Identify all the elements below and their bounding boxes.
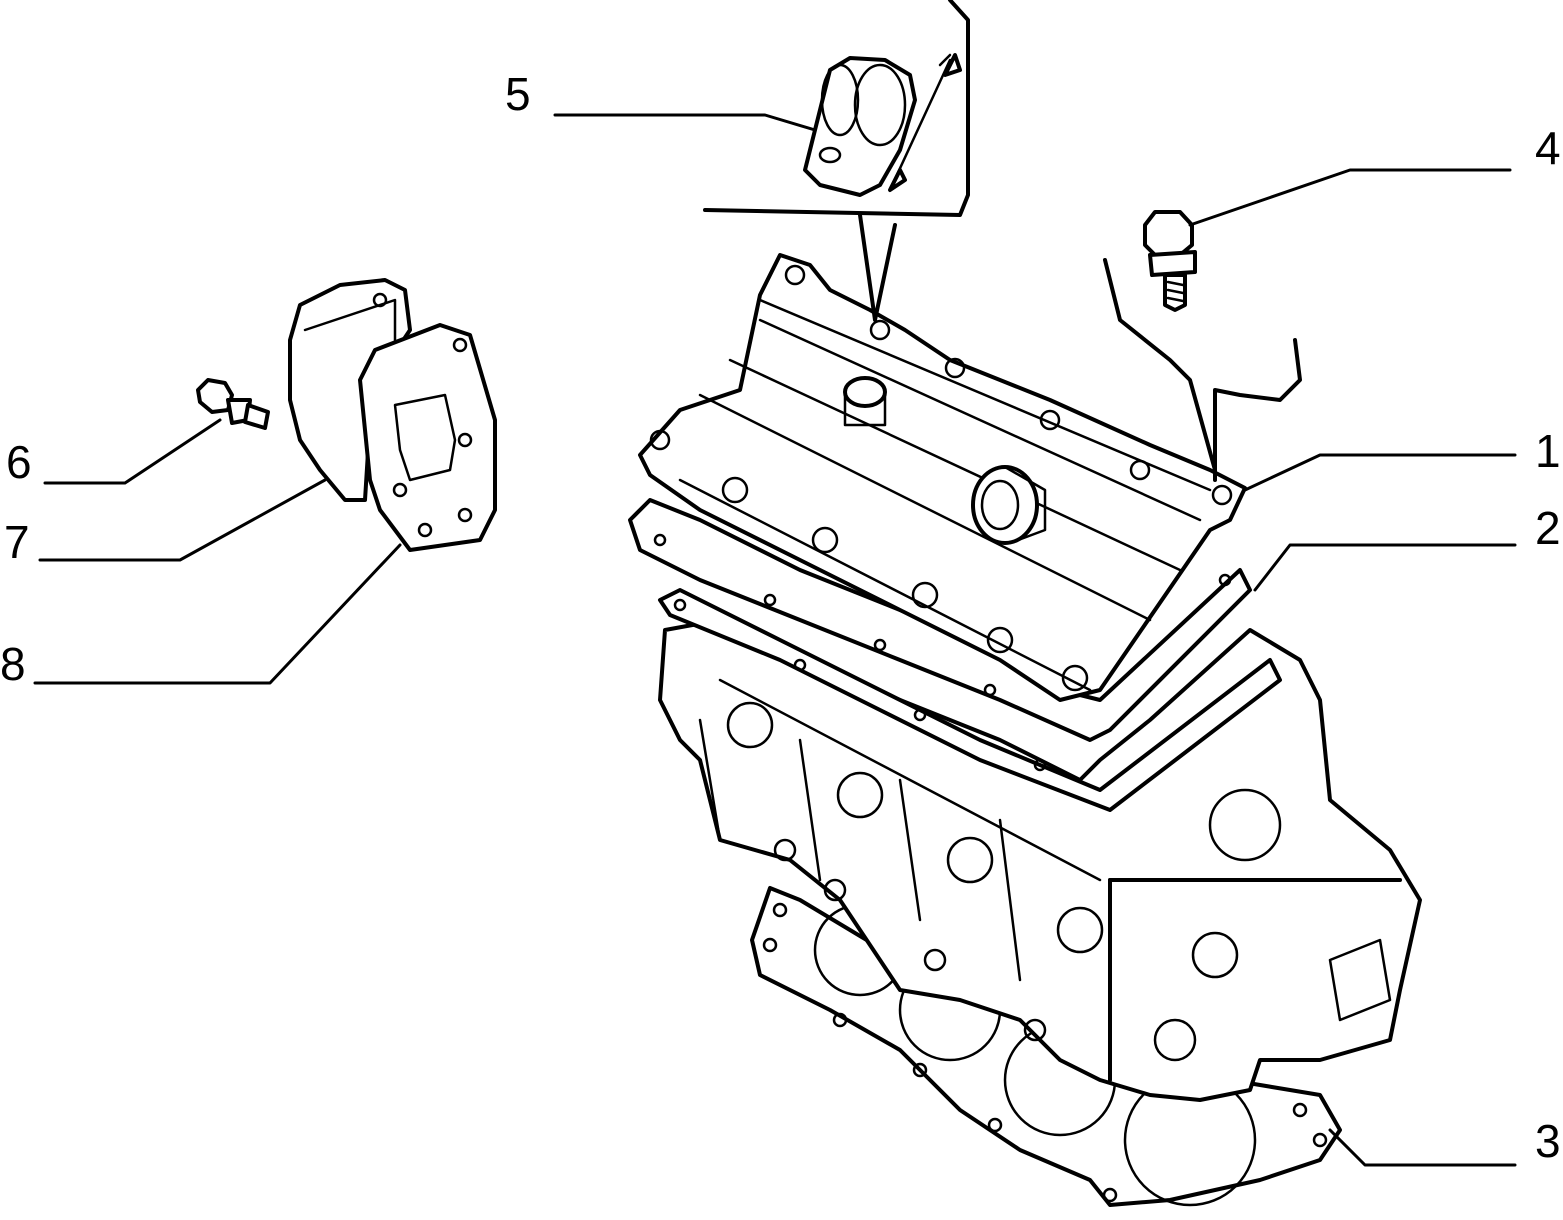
callout-1: 1 <box>1535 425 1561 477</box>
bolt <box>1103 210 1302 482</box>
callout-labels: 1 2 3 4 5 6 7 8 <box>0 68 1561 1167</box>
callout-3: 3 <box>1535 1115 1561 1167</box>
callout-2: 2 <box>1535 502 1561 554</box>
callout-7: 7 <box>4 516 30 568</box>
side-cover-gasket <box>358 323 497 552</box>
screw <box>196 378 270 430</box>
callout-5: 5 <box>505 68 531 120</box>
pipe-clamp <box>703 0 970 322</box>
callout-8: 8 <box>0 638 26 690</box>
rocker-cover <box>638 253 1247 702</box>
callout-4: 4 <box>1535 122 1561 174</box>
leader-lines <box>33 113 1517 1167</box>
rocker-cover-gasket <box>628 498 1282 812</box>
cylinder-head <box>658 618 1422 1102</box>
callout-6: 6 <box>6 436 32 488</box>
